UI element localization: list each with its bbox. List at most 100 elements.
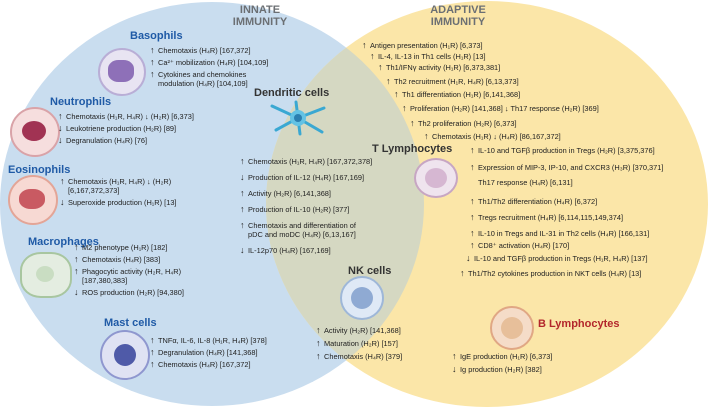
t-lymphocyte-cell-icon [414,158,458,198]
effect-line: ↑CD8⁺ activation (H₄R) [170] [470,240,570,251]
down-arrow-icon: ↓ [60,197,65,207]
adaptive-effect-line: ↑Antigen presentation (H₁R) [6,373] [362,40,483,51]
effect-line: ↑M2 phenotype (H₁R) [182] [74,242,168,253]
up-arrow-icon: ↑ [150,45,155,55]
dendritic-cell-icon [266,100,330,136]
mast-cells-effects: ↑TNFα, IL-6, IL-8 (H₁R, H₄R) [378] ↑Degr… [150,335,267,370]
effect-line: ↑Phagocytic activity (H₂R, H₄R) [74,266,182,277]
effect-line: pDC and moDC (H₄R) [6,13,167] [248,230,356,239]
up-arrow-icon: ↑ [470,196,475,206]
effect-line: ↓IL-10 and TGFβ production in Tregs (H₁R… [466,253,648,264]
eosinophils-title: Eosinophils [8,164,71,176]
effect-line: ↑Activity (H₂R) [6,141,368] [240,188,331,199]
nk-cell-icon [340,276,384,320]
effect-line: ↑Activity (H₂R) [141,368] [316,325,401,336]
effect-line: ↑Production of IL-10 (H₂R) [377] [240,204,350,215]
effect-line: ↑Chemotaxis (H₁R, H₄R) [167,372,378] [240,156,373,167]
down-arrow-icon: ↓ [466,253,471,263]
adaptive-effect-line: ↑Th1/IFNγ activity (H₁R) [6,373,381] [378,62,501,73]
up-arrow-icon: ↑ [150,347,155,357]
macrophage-cell-icon [20,252,72,298]
up-arrow-icon: ↑ [470,228,475,238]
neutrophils-title: Neutrophils [50,96,112,108]
effect-line: ↓Ig production (H₂R) [382] [452,364,542,375]
neutrophil-cell-icon [10,107,60,157]
effect-line: ↑Chemotaxis and differentiation of [240,220,356,231]
up-arrow-icon: ↑ [386,76,391,86]
up-arrow-icon: ↑ [470,145,475,155]
adaptive-effect-line: ↑IL-4, IL-13 in Th1 cells (H₁R) [13] [370,51,486,62]
nk-cells-title: NK cells [348,265,392,277]
t-lymphocytes-title: T Lymphocytes [372,143,453,155]
macrophages-effects: ↑M2 phenotype (H₁R) [182] ↑Chemotaxis (H… [74,242,184,298]
up-arrow-icon: ↑ [240,220,245,230]
up-arrow-icon: ↑ [410,118,415,128]
macrophages-title: Macrophages [28,236,99,248]
up-arrow-icon: ↑ [394,89,399,99]
up-arrow-icon: ↑ [316,325,321,335]
effect-line: ↑Th1/Th2 cytokines production in NKT cel… [460,268,642,279]
up-arrow-icon: ↑ [74,266,79,276]
down-arrow-icon: ↓ [240,245,245,255]
up-arrow-icon: ↑ [424,131,429,141]
up-arrow-icon: ↑ [362,40,367,50]
adaptive-effect-line: ↑Proliferation (H₂R) [141,368] ↓ Th17 re… [402,103,599,114]
effect-line: ↓Leukotriene production (H₂R) [89] [58,123,177,134]
up-arrow-icon: ↑ [150,359,155,369]
effect-line: ↑Th1/Th2 differentiation (H₄R) [6,372] [470,196,598,207]
effect-line: ↓ROS production (H₂R) [94,380] [74,287,184,298]
effect-line: ↑IL-10 and TGFβ production in Tregs (H₂R… [470,145,655,156]
effect-line: ↑Chemotaxis (H₄R) [379] [316,351,403,362]
up-arrow-icon: ↑ [74,242,79,252]
adaptive-effect-line: ↑Th2 proliferation (H₂R) [6,373] [410,118,517,129]
effect-line: ↑IL-10 in Tregs and IL-31 in Th2 cells (… [470,228,650,239]
up-arrow-icon: ↑ [402,103,407,113]
effect-line: ↓Degranulation (H₄R) [76] [58,135,148,146]
effect-line: ↑Chemotaxis (H₄R) [167,372] [150,359,251,370]
up-arrow-icon: ↑ [452,351,457,361]
down-arrow-icon: ↓ [452,364,457,374]
effect-line: ↑Cytokines and chemokines [150,69,247,80]
up-arrow-icon: ↑ [316,338,321,348]
basophils-title: Basophils [130,30,183,42]
eosinophils-effects: ↑Chemotaxis (H₁R, H₄R) ↓ (H₂R) [6,167,37… [60,176,176,208]
up-arrow-icon: ↑ [370,51,375,61]
up-arrow-icon: ↑ [60,176,65,186]
basophils-effects: ↑Chemotaxis (H₄R) [167,372] ↑Ca²⁺ mobili… [150,45,268,89]
nk-effects: ↑Activity (H₂R) [141,368] ↑Maturation (H… [316,325,403,362]
effect-line: ↑Tregs recruitment (H₄R) [6,114,115,149,… [470,212,624,223]
up-arrow-icon: ↑ [470,240,475,250]
effect-line: ↑Chemotaxis (H₄R) [383] [74,254,161,265]
effect-line: [6,167,372,373] [68,186,120,195]
effect-line: ↓IL-12p70 (H₄R) [167,169] [240,245,331,256]
t-lymphocytes-effects: ↑IL-10 and TGFβ production in Tregs (H₂R… [470,145,664,251]
mast-cell-icon [100,330,150,380]
eosinophil-cell-icon [8,175,58,225]
effect-line: ↓Production of IL-12 (H₄R) [167,169] [240,172,364,183]
up-arrow-icon: ↑ [150,57,155,67]
basophil-cell-icon [98,48,146,96]
up-arrow-icon: ↑ [378,62,383,72]
effect-line: ↑Chemotaxis (H₄R) [167,372] [150,45,251,56]
up-arrow-icon: ↑ [240,188,245,198]
effect-line: ↑IgE production (H₁R) [6,373] [452,351,553,362]
down-arrow-icon: ↓ [58,123,63,133]
up-arrow-icon: ↑ [316,351,321,361]
up-arrow-icon: ↑ [460,268,465,278]
effect-line: modulation (H₄R) [104,109] [158,79,248,88]
b-lymphocytes-title: B Lymphocytes [538,318,620,330]
up-arrow-icon: ↑ [150,335,155,345]
up-arrow-icon: ↑ [470,212,475,222]
effect-line: ↑Maturation (H₂R) [157] [316,338,398,349]
up-arrow-icon: ↑ [240,156,245,166]
up-arrow-icon: ↑ [470,162,475,172]
effect-line: ↑Expression of MIP-3, IP-10, and CXCR3 (… [470,162,664,173]
down-arrow-icon: ↓ [58,135,63,145]
down-arrow-icon: ↓ [240,172,245,182]
adaptive-effect-line: ↑Th1 differentiation (H₁R) [6,141,368] [394,89,521,100]
up-arrow-icon: ↑ [240,204,245,214]
adaptive-effect-line: ↑Th2 recruitment (H₁R, H₄R) [6,13,373] [386,76,519,87]
effect-line: ↑TNFα, IL-6, IL-8 (H₁R, H₄R) [378] [150,335,267,346]
effect-line: ↑Degranulation (H₄R) [141,368] [150,347,258,358]
